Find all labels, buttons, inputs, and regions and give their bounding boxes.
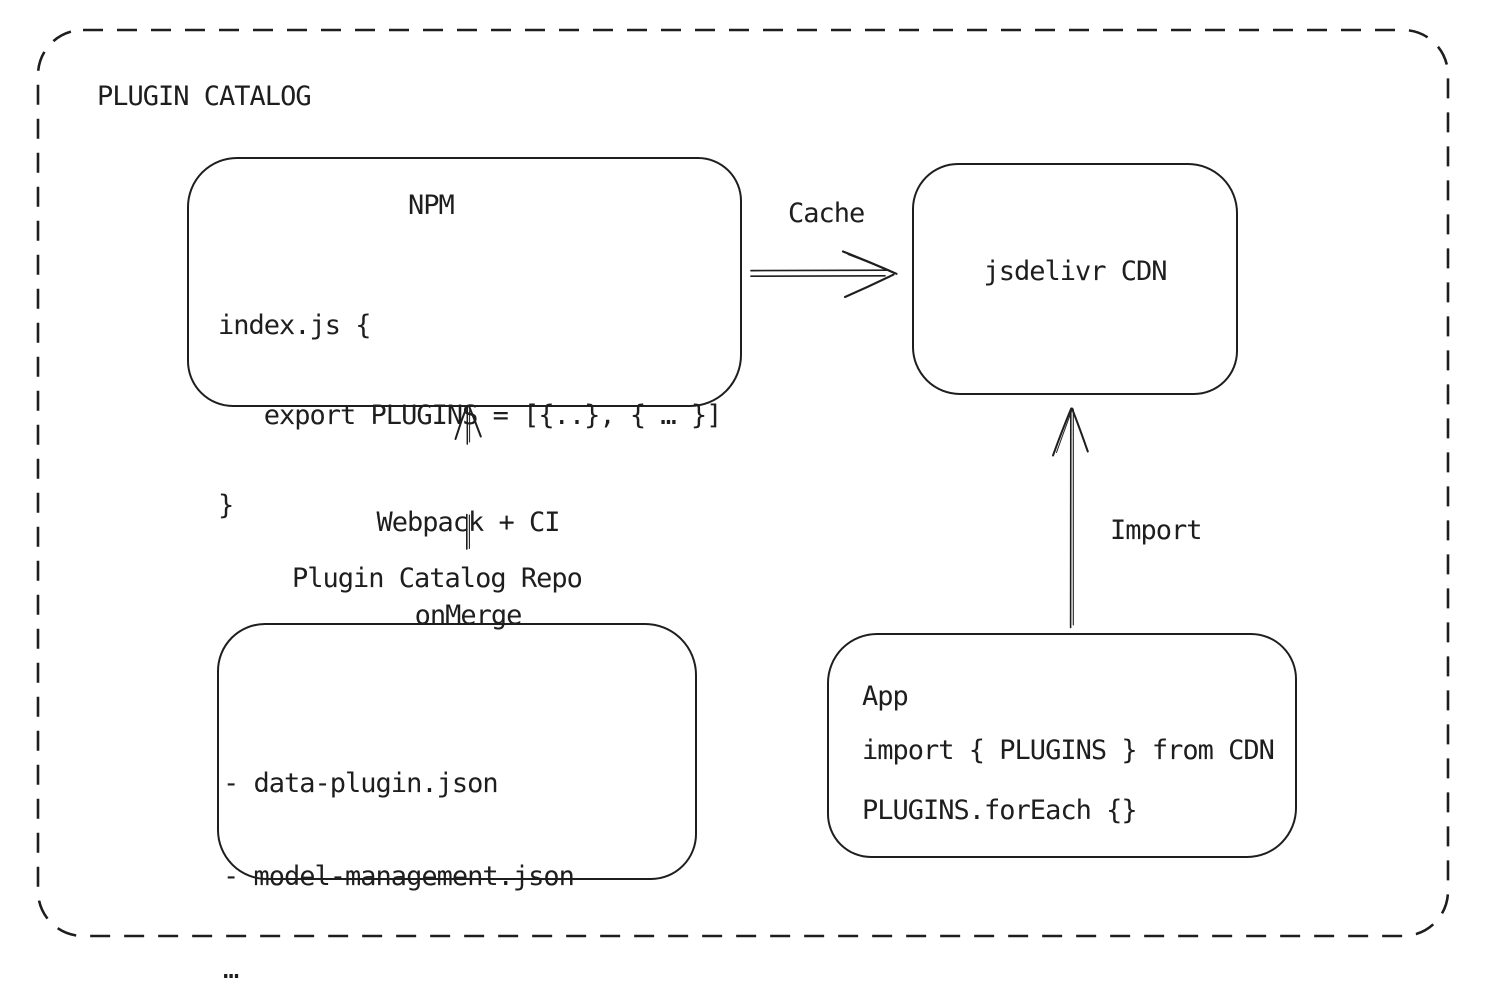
build-edge-label: Webpack + CI onMerge bbox=[358, 445, 578, 693]
catalog-boundary bbox=[36, 28, 1450, 938]
npm-code-snippet: index.js { export PLUGINS = [{..}, { … }… bbox=[218, 251, 723, 581]
npm-node-title: NPM bbox=[408, 190, 455, 221]
import-edge-label: Import bbox=[1110, 515, 1203, 546]
repo-file-item: - model-management.json bbox=[223, 861, 575, 892]
diagram-title: PLUGIN CATALOG bbox=[97, 81, 312, 112]
cache-edge-label: Cache bbox=[788, 198, 865, 229]
app-node-title: App bbox=[862, 681, 909, 712]
import-arrow bbox=[1052, 407, 1089, 629]
cdn-box bbox=[912, 163, 1238, 395]
repo-file-item: … bbox=[223, 954, 239, 985]
npm-code-line: index.js { bbox=[218, 310, 372, 341]
build-edge-label-line: Webpack + CI bbox=[376, 507, 560, 538]
npm-code-line: export PLUGINS = [{..}, { … }] bbox=[218, 400, 723, 431]
npm-box bbox=[187, 157, 742, 407]
repo-file-list: - data-plugin.json - model-management.js… bbox=[223, 706, 575, 1002]
app-code-import-line: import { PLUGINS } from CDN bbox=[862, 735, 1275, 766]
repo-box bbox=[217, 623, 697, 880]
cache-arrow bbox=[750, 250, 898, 299]
app-code-foreach-line: PLUGINS.forEach {} bbox=[862, 795, 1138, 826]
build-edge-label-line: onMerge bbox=[414, 600, 523, 631]
repo-file-item: - data-plugin.json bbox=[223, 768, 499, 799]
npm-code-line: } bbox=[218, 490, 234, 521]
cdn-node-label: jsdelivr CDN bbox=[983, 256, 1167, 287]
repo-node-title: Plugin Catalog Repo bbox=[292, 563, 583, 594]
app-box bbox=[827, 633, 1297, 858]
